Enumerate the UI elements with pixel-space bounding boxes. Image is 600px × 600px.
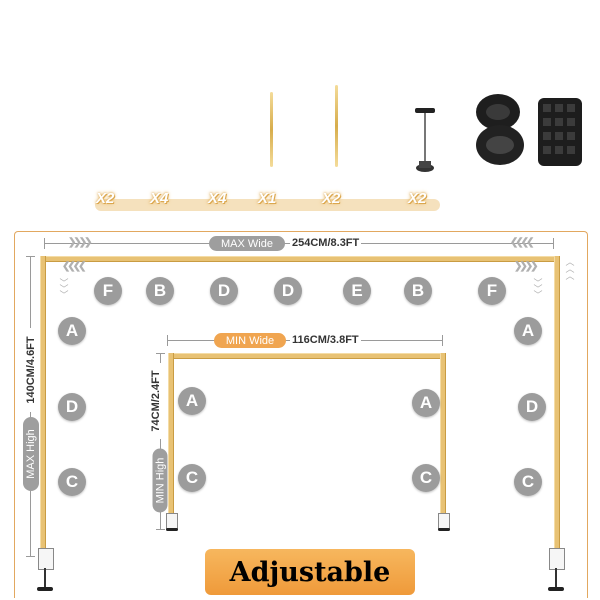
part-label-badge: A [514, 317, 542, 345]
outer-right-base [549, 548, 565, 570]
chevron-right-icon: ❯❯❯❯ [514, 261, 538, 272]
max-wide-left-cap [44, 238, 45, 249]
chevron-down-icon: ﹀﹀﹀ [533, 278, 543, 300]
diagram-border [14, 231, 588, 598]
long-pole-part [270, 92, 273, 167]
long-pole-part-2 [335, 85, 338, 167]
max-wide-right-cap [553, 238, 554, 249]
chevron-right-icon: ❯❯❯❯ [68, 237, 92, 248]
part-label-badge: D [210, 277, 238, 305]
quantity-label: X1 [258, 190, 277, 207]
min-high-bottom-cap [156, 529, 165, 530]
part-label-badge: D [274, 277, 302, 305]
quantity-label: X2 [408, 190, 427, 207]
inner-right-foot [438, 528, 450, 531]
max-high-bottom-cap [26, 556, 35, 557]
min-high-pill: MIN High [152, 448, 168, 513]
min-high-value: 74CM/2.4FT [150, 363, 162, 439]
min-high-dimension-line [160, 353, 161, 529]
min-wide-pill: MIN Wide [214, 333, 286, 348]
outer-right-foot [555, 568, 557, 588]
part-label-badge: B [146, 277, 174, 305]
part-label-badge: A [178, 387, 206, 415]
chevron-left-icon: ❮❮❮❮ [62, 261, 86, 272]
cover-part [538, 98, 582, 166]
outer-left-tube [40, 256, 46, 548]
inner-right-tube [440, 353, 446, 513]
outer-right-foot-pad [548, 587, 564, 591]
quantity-label: X2 [96, 190, 115, 207]
inner-top-tube [168, 353, 444, 359]
chevron-up-icon: ︿︿︿ [565, 257, 575, 281]
quantity-label: X4 [208, 190, 227, 207]
thumb-screw-part [415, 108, 435, 172]
outer-left-foot-pad [37, 587, 53, 591]
min-wide-right-cap [442, 335, 443, 346]
outer-left-base [38, 548, 54, 570]
part-label-badge: C [178, 464, 206, 492]
adjustable-banner: Adjustable [205, 549, 415, 595]
min-high-top-cap [156, 353, 165, 354]
max-wide-pill: MAX Wide [209, 236, 285, 251]
chevron-down-icon: ﹀﹀﹀ [59, 278, 69, 300]
part-label-badge: D [518, 393, 546, 421]
inner-left-foot [166, 528, 178, 531]
inner-left-base [166, 513, 178, 529]
outer-top-tube [40, 256, 560, 262]
part-label-badge: C [514, 468, 542, 496]
max-high-pill: MAX High [23, 417, 39, 491]
max-high-value: 140CM/4.6FT [25, 328, 37, 412]
pad-part [476, 94, 524, 165]
part-label-badge: D [58, 393, 86, 421]
chevron-left-icon: ❮❮❮❮ [510, 237, 534, 248]
max-high-top-cap [26, 256, 35, 257]
inner-left-tube [168, 353, 174, 513]
part-label-badge: C [412, 464, 440, 492]
quantity-band [95, 199, 440, 211]
min-wide-value: 116CM/3.8FT [290, 334, 361, 346]
part-label-badge: F [478, 277, 506, 305]
part-label-badge: E [343, 277, 371, 305]
part-label-badge: A [58, 317, 86, 345]
part-label-badge: F [94, 277, 122, 305]
quantity-label: X2 [322, 190, 341, 207]
min-wide-left-cap [167, 335, 168, 346]
part-label-badge: C [58, 468, 86, 496]
outer-right-tube [554, 256, 560, 548]
part-label-badge: B [404, 277, 432, 305]
max-wide-value: 254CM/8.3FT [290, 237, 362, 249]
quantity-label: X4 [150, 190, 169, 207]
outer-left-foot [44, 568, 46, 588]
inner-right-base [438, 513, 450, 529]
part-label-badge: A [412, 389, 440, 417]
